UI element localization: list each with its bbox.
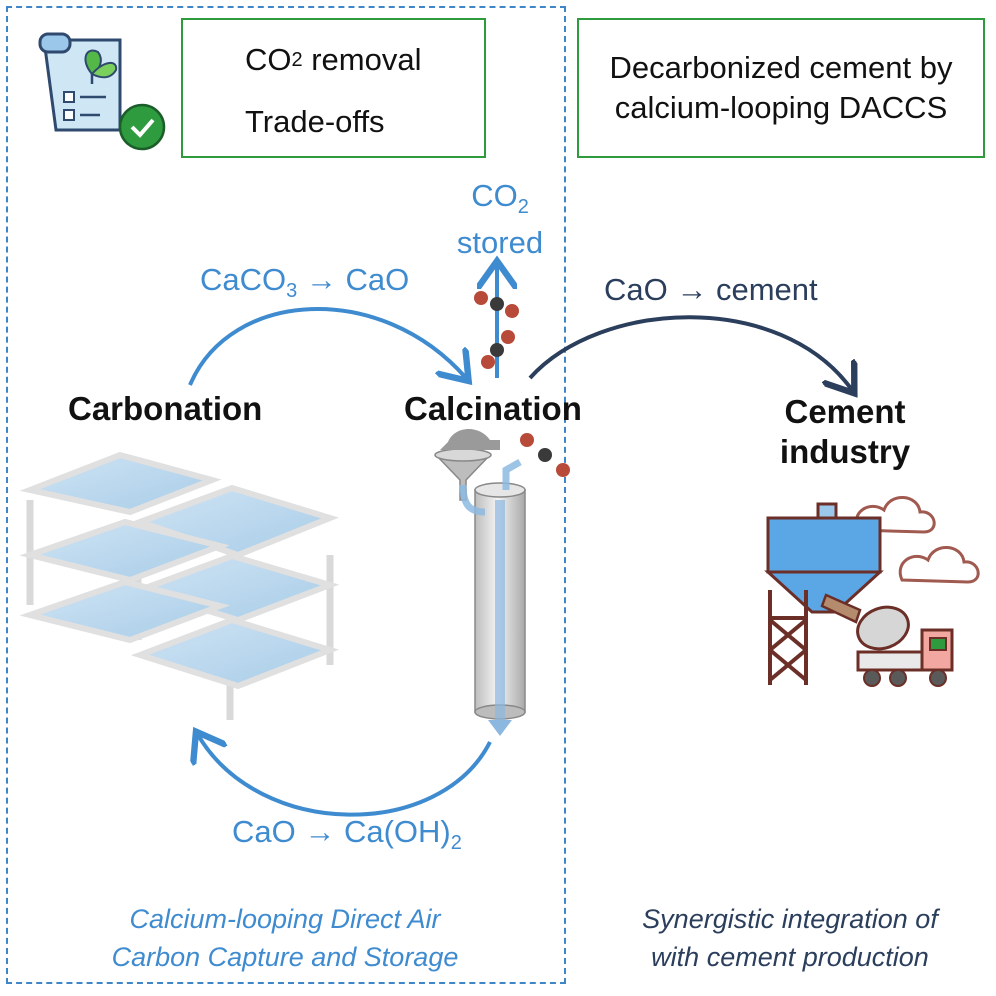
carbonation-trays-icon [19,451,340,720]
to-cao-text: → CaO [297,262,410,297]
legend-removal-text: removal [302,42,422,77]
cao-to-cement-label: CaO → cement [604,272,818,307]
co2-molecule-icon [481,330,515,369]
cloud-icon [898,546,980,584]
cao-to-caoh2-arrow [198,735,492,817]
co2-stored-word: stored [456,225,544,261]
co2-stored-co: CO [471,178,518,213]
daccs-region-border [6,6,566,984]
calcination-label: Calcination [404,390,582,427]
cao-to-caoh2-label: CaO → Ca(OH)2 [232,814,462,855]
cement-line-1: Cement [784,393,906,430]
daccs-caption: Calcium-looping Direct Air Carbon Captur… [30,900,540,976]
caco3-subscript: 3 [286,280,298,303]
cement-caption: Synergistic integration of with cement p… [590,900,990,976]
co2-stored-label: CO2 stored [450,178,550,261]
checklist-icon [38,32,166,151]
caco3-text: CaCO [200,262,287,297]
cement-line-2: industry [779,433,911,470]
cement-caption-line-1: Synergistic integration of [642,904,938,934]
caco3-to-cao-label: CaCO3 → CaO [200,262,409,303]
cement-plant-icon [764,502,954,687]
calciner-icon [434,428,526,736]
caco3-to-cao-arrow [188,307,466,386]
caoh-subscript: 2 [450,832,462,855]
legend-tradeoffs-text: Trade-offs [245,104,385,139]
cao-to-cement-arrow [528,315,852,390]
co2-molecule-icon [520,433,570,477]
legend-tradeoffs: Trade-offs [245,104,385,140]
title-line-2: calcium-looping DACCS [614,90,948,125]
cement-industry-label: Cement industry [760,392,930,472]
title-line-1: Decarbonized cement by [609,50,953,85]
daccs-caption-line-1: Calcium-looping Direct Air [129,904,441,934]
legend-co2-text: CO [245,42,292,77]
page-title: Decarbonized cement by calcium-looping D… [579,48,983,128]
cement-caption-line-2: with cement production [651,942,929,972]
cao-caoh-text: CaO → Ca(OH) [232,814,451,849]
carbonation-label: Carbonation [68,390,263,427]
co2-molecule-icon [474,291,519,318]
legend-co2-subscript: 2 [291,48,303,71]
co2-stored-subscript: 2 [517,196,529,219]
daccs-caption-line-2: Carbon Capture and Storage [111,942,459,972]
title-box: Decarbonized cement by calcium-looping D… [577,18,985,158]
